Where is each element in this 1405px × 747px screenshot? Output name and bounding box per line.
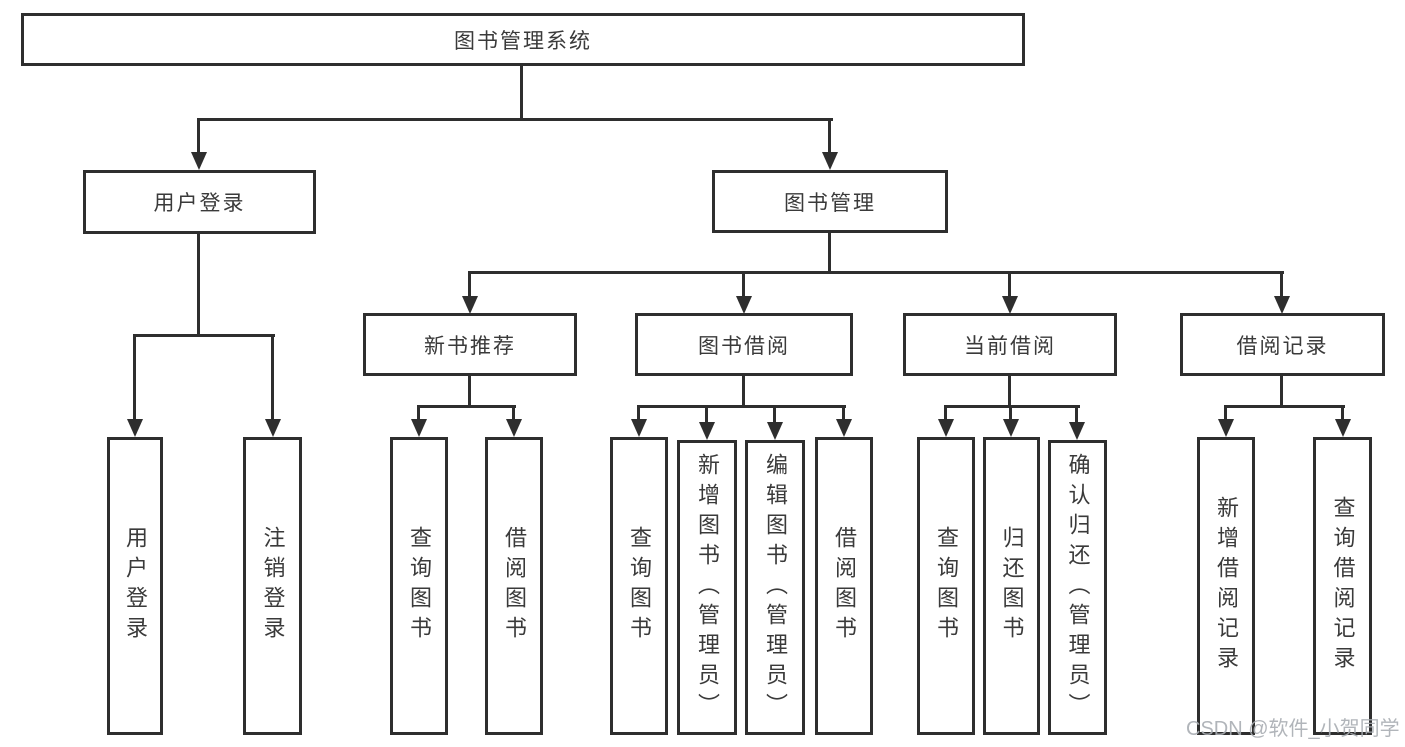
arrow-down-icon [462,296,478,314]
leaf-records-query-borrow-record: 查询借阅记录 [1313,437,1372,735]
connector-hline [417,405,516,408]
leaf-current-return-books-label: 归还图书 [999,526,1025,646]
leaf-recommend-borrow-books: 借阅图书 [485,437,543,735]
leaf-logout-login: 注销登录 [243,437,302,735]
connector-vline [828,233,831,274]
connector-vline [828,118,831,156]
leaf-user-login: 用户登录 [107,437,163,735]
connector-vline [417,405,420,419]
connector-vline [637,405,640,419]
connector-hline [197,118,833,121]
node-book-borrowing: 图书借阅 [635,313,853,376]
connector-vline [944,405,947,419]
arrow-down-icon [767,422,783,440]
connector-vline [1341,405,1344,419]
arrow-down-icon [1002,296,1018,314]
connector-vline [468,271,471,296]
connector-vline [197,234,200,337]
arrow-down-icon [699,422,715,440]
leaf-borrowing-add-books-admin-label: 新增图书（管理员） [695,452,720,723]
arrow-down-icon [127,419,143,437]
arrow-down-icon [506,419,522,437]
node-current-borrowing-label: 当前借阅 [964,334,1056,358]
connector-vline [705,405,708,422]
leaf-current-confirm-return-admin-label: 确认归还（管理员） [1065,452,1091,723]
connector-vline [1075,405,1078,422]
leaf-borrowing-borrow-books: 借阅图书 [815,437,873,735]
leaf-recommend-query-books-label: 查询图书 [407,526,432,646]
connector-hline [944,405,1080,408]
arrow-down-icon [265,419,281,437]
arrow-down-icon [1003,419,1019,437]
leaf-records-add-borrow-record: 新增借阅记录 [1197,437,1255,735]
connector-vline [197,118,200,156]
node-borrowing-records: 借阅记录 [1180,313,1385,376]
leaf-borrowing-edit-books-admin: 编辑图书（管理员） [745,440,805,735]
node-new-book-recommendation-label: 新书推荐 [424,334,516,358]
leaf-borrowing-query-books: 查询图书 [610,437,668,735]
connector-vline [1009,405,1012,419]
connector-hline [468,271,1284,274]
leaf-current-confirm-return-admin: 确认归还（管理员） [1048,440,1107,735]
watermark: CSDN @软件_小贺同学 [1186,718,1400,740]
node-book-borrowing-label: 图书借阅 [698,334,790,358]
leaf-current-query-books: 查询图书 [917,437,975,735]
node-root: 图书管理系统 [21,13,1025,66]
leaf-borrowing-borrow-books-label: 借阅图书 [832,526,857,646]
connector-vline [1280,271,1283,296]
node-book-management-label: 图书管理 [784,191,876,215]
connector-vline [1008,271,1011,296]
leaf-records-add-borrow-record-label: 新增借阅记录 [1214,496,1239,676]
connector-vline [1008,376,1011,408]
node-user-login: 用户登录 [83,170,316,234]
arrow-down-icon [191,152,207,170]
connector-hline [1224,405,1345,408]
connector-vline [133,334,136,419]
arrow-down-icon [938,419,954,437]
arrow-down-icon [736,296,752,314]
node-new-book-recommendation: 新书推荐 [363,313,577,376]
connector-vline [468,376,471,408]
leaf-borrowing-add-books-admin: 新增图书（管理员） [677,440,737,735]
connector-vline [742,376,745,408]
connector-vline [842,405,845,419]
connector-hline [637,405,846,408]
leaf-records-query-borrow-record-label: 查询借阅记录 [1330,496,1356,676]
connector-vline [520,66,523,120]
connector-hline [133,334,275,337]
leaf-borrowing-edit-books-admin-label: 编辑图书（管理员） [763,452,788,723]
node-root-label: 图书管理系统 [454,29,592,53]
node-book-management: 图书管理 [712,170,948,233]
leaf-user-login-label: 用户登录 [123,526,148,646]
arrow-down-icon [836,419,852,437]
leaf-recommend-borrow-books-label: 借阅图书 [502,526,527,646]
arrow-down-icon [1274,296,1290,314]
leaf-current-query-books-label: 查询图书 [934,526,959,646]
connector-vline [1224,405,1227,419]
arrow-down-icon [822,152,838,170]
leaf-current-return-books: 归还图书 [983,437,1040,735]
arrow-down-icon [1069,422,1085,440]
connector-vline [271,334,274,419]
arrow-down-icon [1218,419,1234,437]
connector-vline [742,271,745,296]
node-current-borrowing: 当前借阅 [903,313,1117,376]
arrow-down-icon [631,419,647,437]
leaf-logout-login-label: 注销登录 [260,526,286,646]
connector-vline [773,405,776,422]
arrow-down-icon [1335,419,1351,437]
leaf-recommend-query-books: 查询图书 [390,437,448,735]
connector-vline [512,405,515,419]
leaf-borrowing-query-books-label: 查询图书 [627,526,652,646]
connector-vline [1280,376,1283,408]
arrow-down-icon [411,419,427,437]
node-borrowing-records-label: 借阅记录 [1236,334,1329,358]
node-user-login-label: 用户登录 [153,192,246,215]
